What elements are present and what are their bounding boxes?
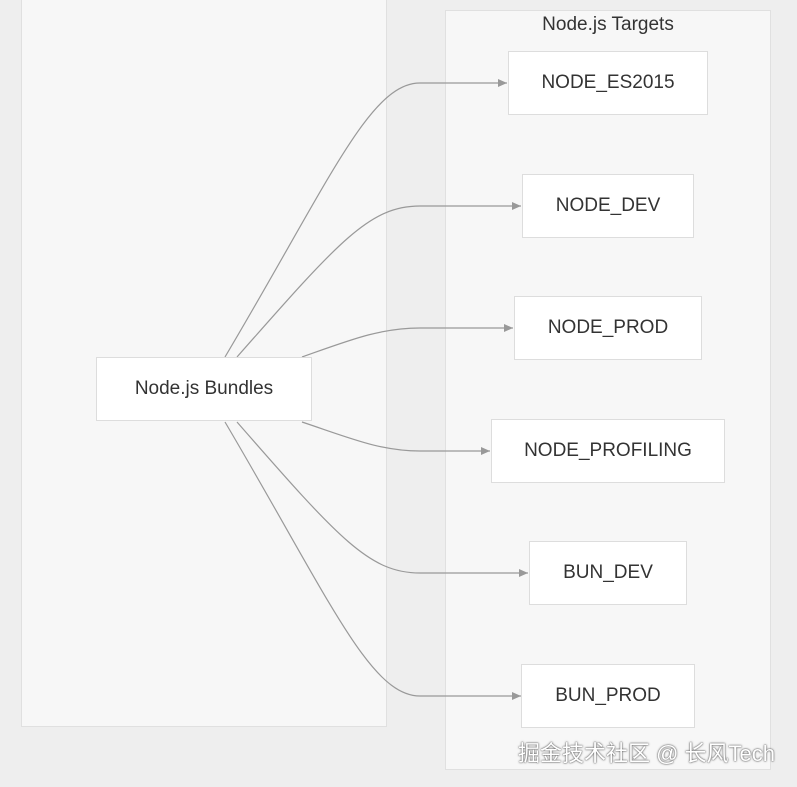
node-node-es2015[interactable]: NODE_ES2015	[508, 51, 708, 115]
edge-to-node-dev	[236, 202, 521, 358]
edge-to-bun-dev	[236, 421, 528, 577]
edge-to-node-prod	[301, 324, 513, 358]
cluster-title-node-targets: Node.js Targets	[542, 14, 674, 35]
edge-to-node-profiling	[301, 421, 490, 455]
node-nodejs-bundles[interactable]: Node.js Bundles	[96, 357, 312, 421]
node-bun-prod[interactable]: BUN_PROD	[521, 664, 695, 728]
watermark-text: 掘金技术社区 @ 长风Tech	[517, 741, 775, 766]
node-bun-dev[interactable]: BUN_DEV	[529, 541, 687, 605]
edge-to-node-es2015	[224, 79, 507, 358]
node-node-profiling[interactable]: NODE_PROFILING	[491, 419, 725, 483]
node-node-prod[interactable]: NODE_PROD	[514, 296, 702, 360]
node-targets-cluster: Node.js Targets	[445, 10, 771, 770]
edge-to-bun-prod	[224, 421, 521, 700]
node-node-dev[interactable]: NODE_DEV	[522, 174, 694, 238]
